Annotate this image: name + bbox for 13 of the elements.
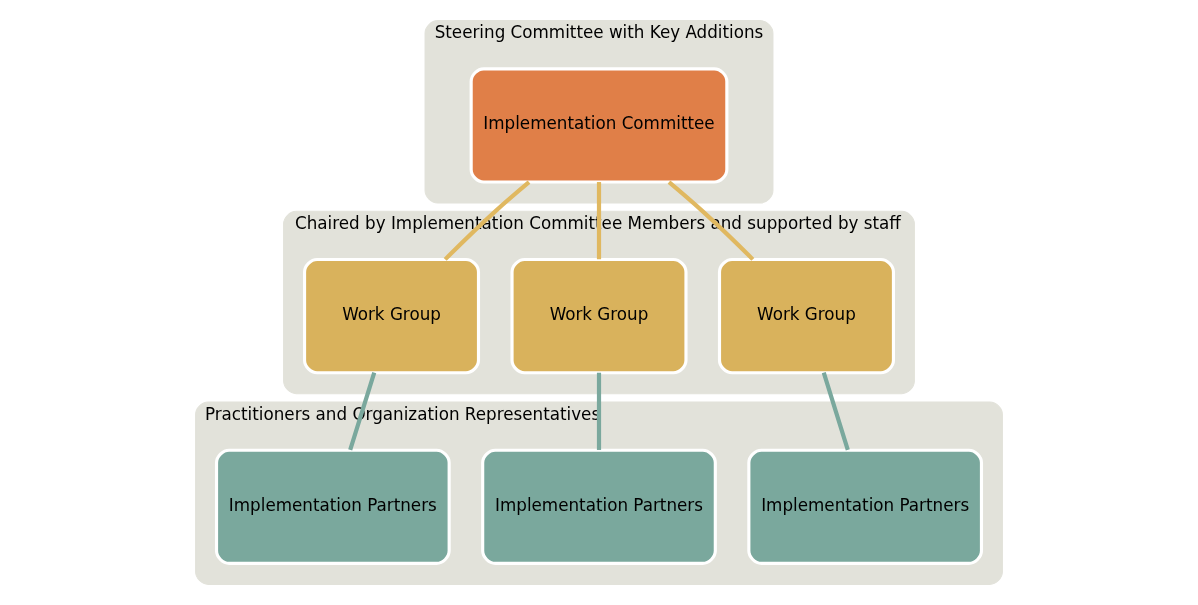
- node-box: Work Group: [510, 257, 688, 375]
- node-box: Implementation Committee: [469, 67, 729, 184]
- connector: [596, 182, 602, 260]
- connector: [821, 372, 850, 451]
- connector: [596, 372, 602, 450]
- node-box: Implementation Partners: [214, 448, 451, 565]
- connector: [443, 180, 531, 261]
- node-box: Work Group: [303, 257, 481, 375]
- connector: [348, 372, 377, 451]
- node-box: Implementation Partners: [481, 448, 717, 565]
- node-box: Work Group: [717, 257, 896, 375]
- node-box: Implementation Partners: [747, 448, 984, 565]
- connector: [667, 180, 755, 261]
